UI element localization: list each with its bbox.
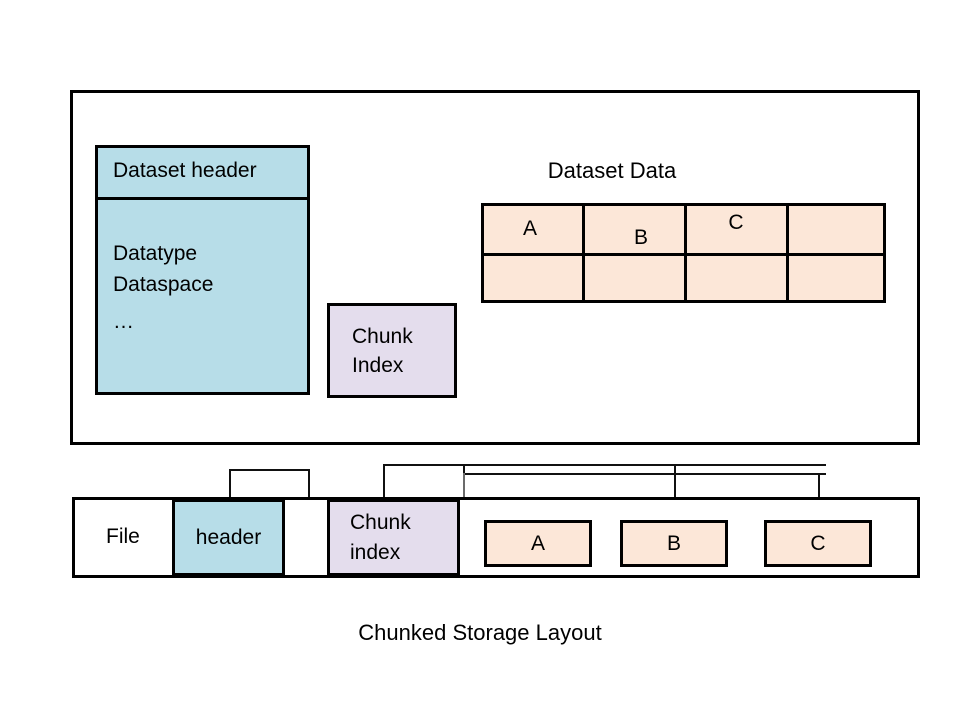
file-chunk-index-line1: Chunk <box>350 510 411 534</box>
connector-bus-stub-a <box>463 464 465 474</box>
file-chunk-box-b: B <box>620 520 728 567</box>
file-chunk-box-a: A <box>484 520 592 567</box>
dataset-header-properties: Datatype Dataspace … <box>113 238 313 337</box>
connector-distribution-bus <box>383 464 826 466</box>
file-label: File <box>106 525 140 548</box>
dataset-data-cell-c: C <box>728 211 744 234</box>
dataset-header-title: Dataset header <box>95 145 310 200</box>
dataset-header-block <box>95 145 310 395</box>
file-chunk-box-c: C <box>764 520 872 567</box>
diagram-caption: Chunked Storage Layout <box>358 620 602 645</box>
dataset-data-cell-a: A <box>522 217 538 240</box>
file-chunk-index-box: Chunk index <box>327 499 460 576</box>
file-chunk-index-line2: index <box>350 540 401 564</box>
dataset-header-line-ellipsis: … <box>113 310 134 333</box>
dataset-data-cell-b: B <box>633 226 649 249</box>
connector-bus-lower <box>463 473 826 475</box>
dataset-header-line-dataspace: Dataspace <box>113 273 214 296</box>
chunk-index-box: Chunk Index <box>327 303 457 398</box>
connector-header-across <box>229 469 309 471</box>
file-header-box: header <box>172 499 285 576</box>
connector-header-up <box>229 469 231 499</box>
dataset-header-line-datatype: Datatype <box>113 242 198 265</box>
connector-to-chunk-c <box>818 473 820 511</box>
connector-chunkindex-up <box>383 464 385 499</box>
dataset-data-label: Dataset Data <box>547 158 677 183</box>
chunk-index-line2: Index <box>352 353 404 377</box>
chunk-index-line1: Chunk <box>352 324 413 348</box>
connector-to-chunk-b <box>674 464 676 510</box>
dataset-data-row-divider <box>481 253 886 256</box>
